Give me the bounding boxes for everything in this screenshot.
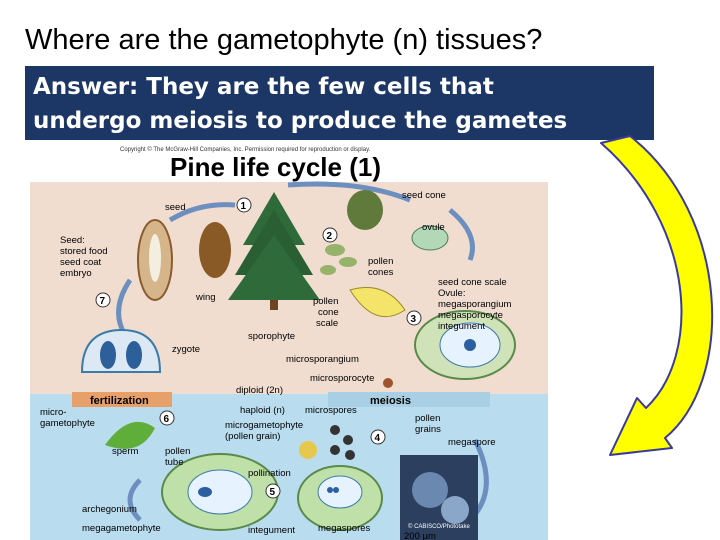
label-pollen-cone-scale-1: pollen (313, 296, 338, 307)
meiosis-bar (328, 392, 490, 407)
step-6: 6 (159, 410, 175, 426)
label-diploid: diploid (2n) (236, 385, 283, 396)
svg-text:3: 3 (411, 314, 417, 325)
winged-seed-illustration (199, 222, 231, 278)
label-pollen-grains-1: pollen (415, 413, 440, 424)
label-ovule-1: Ovule: (438, 288, 465, 299)
label-seed-parts-2: stored food (60, 246, 108, 257)
label-ovule-2: megasporangium (438, 299, 511, 310)
svg-text:7: 7 (100, 296, 106, 307)
embryo-illustration (149, 234, 161, 282)
label-pollen-cones-1: pollen (368, 256, 393, 267)
fertilization-bar (72, 392, 172, 407)
svg-text:4: 4 (375, 433, 381, 444)
svg-text:5: 5 (270, 487, 276, 498)
seed-cone-illustration (347, 190, 383, 230)
label-micro-1: micro- (40, 407, 66, 418)
header-background (30, 140, 548, 182)
megaspores-ovule-illustration (297, 465, 383, 531)
label-seed-cone: seed cone (402, 190, 446, 201)
label-pollen-cone-scale-3: scale (316, 318, 338, 329)
label-seed-cone-scale: seed cone scale (438, 277, 507, 288)
label-seed: seed (165, 202, 186, 213)
label-microgametophyte-2: (pollen grain) (225, 431, 280, 442)
archegonium-ovule-illustration (161, 453, 279, 531)
step-2: 2 (322, 227, 338, 243)
label-pollen-tube-2: tube (165, 457, 184, 468)
label-ovule: ovule (422, 222, 445, 233)
ovule-section-illustration (414, 310, 516, 380)
label-microsporangium: microsporangium (286, 354, 359, 365)
label-wing: wing (195, 292, 216, 303)
slide-title: Where are the gametophyte (n) tissues? (25, 24, 543, 56)
answer-line-2: undergo meiosis to produce the gametes (33, 108, 568, 134)
figure-title: Pine life cycle (1) (170, 152, 381, 182)
label-pollen-cone-scale-2: cone (318, 307, 339, 318)
label-scale: 200 µm (404, 531, 436, 540)
label-microsporocyte: microsporocyte (310, 373, 374, 384)
answer-line-1: Answer: They are the few cells that (33, 74, 494, 100)
sporophyte-tree-illustration (228, 192, 320, 310)
label-seed-parts-3: seed coat (60, 257, 102, 268)
label-ovule-3: megasporocyte (438, 310, 503, 321)
label-micro-credit: © CABISCO/Phototake (408, 523, 470, 530)
label-seed-parts-1: Seed: (60, 235, 85, 246)
microgametophyte-leaf-illustration (105, 421, 155, 449)
label-zygote: zygote (172, 344, 200, 355)
pine-life-cycle-diagram: Copyright © The McGraw-Hill Companies, I… (30, 140, 548, 540)
copyright-text: Copyright © The McGraw-Hill Companies, I… (120, 146, 371, 153)
svg-text:1: 1 (241, 201, 247, 212)
microspores-illustration (330, 425, 355, 460)
step-5: 5 (265, 483, 281, 499)
meiosis-label: meiosis (370, 395, 411, 407)
pine-life-cycle-figure: Copyright © The McGraw-Hill Companies, I… (30, 140, 548, 540)
label-micro-2: gametophyte (40, 418, 95, 429)
label-pollen-cones-2: cones (368, 267, 394, 278)
label-pollination: pollination (248, 468, 291, 479)
pollen-cones-illustration (320, 244, 357, 275)
pollen-grain-illustration (299, 441, 317, 459)
label-sporophyte: sporophyte (248, 331, 295, 342)
label-microspores: microspores (305, 405, 357, 416)
label-archegonium: archegonium (82, 504, 137, 515)
zygote-illustration (80, 328, 162, 373)
step-1: 1 (236, 197, 252, 213)
label-megagametophyte: megagametophyte (82, 523, 161, 534)
label-microgametophyte-1: microgametophyte (225, 420, 303, 431)
label-megaspore: megaspore (448, 437, 496, 448)
microsporocyte-illustration (383, 378, 393, 388)
label-megaspores: megaspores (318, 523, 371, 534)
label-integument: integument (248, 525, 295, 536)
label-pollen-tube-1: pollen (165, 446, 190, 457)
svg-text:2: 2 (327, 231, 333, 242)
step-7: 7 (95, 292, 111, 308)
svg-text:6: 6 (164, 414, 170, 425)
step-4: 4 (370, 429, 386, 445)
label-seed-parts-4: embryo (60, 268, 92, 279)
label-pollen-grains-2: grains (415, 424, 441, 435)
label-sperm: sperm (112, 446, 138, 457)
pollen-cone-scale-illustration (349, 287, 406, 318)
label-haploid: haploid (n) (240, 405, 285, 416)
label-ovule-4: integument (438, 321, 485, 332)
fertilization-label: fertilization (90, 395, 149, 407)
step-3: 3 (406, 310, 422, 326)
answer-box: Answer: They are the few cells that unde… (25, 66, 654, 140)
micrograph-cell (412, 472, 448, 508)
step-markers: 1 2 3 4 5 6 7 (95, 197, 422, 499)
ovule-illustration (411, 225, 449, 251)
micrograph-cell-2 (441, 496, 469, 524)
